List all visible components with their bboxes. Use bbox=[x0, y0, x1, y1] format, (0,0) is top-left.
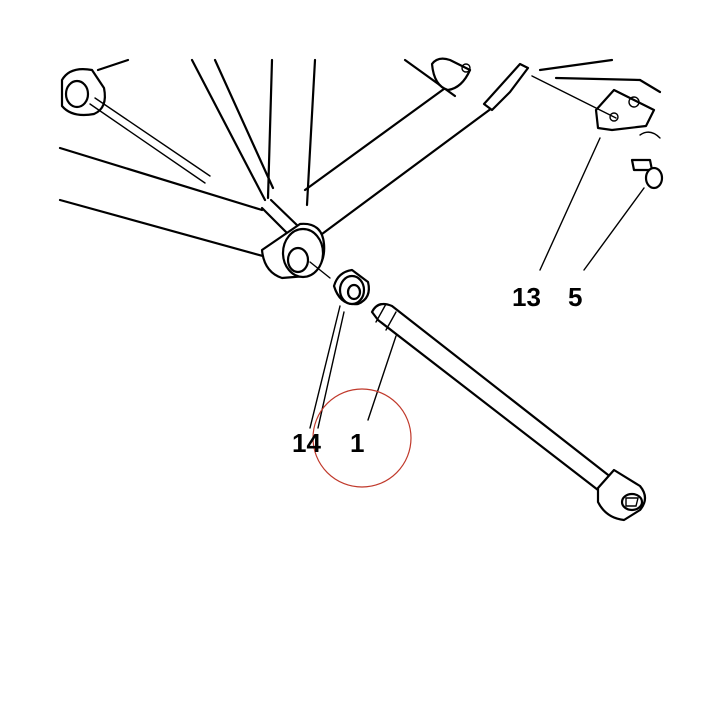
assembly-axis-line bbox=[309, 261, 331, 279]
callout-5: 5 bbox=[568, 282, 582, 312]
callout-13: 13 bbox=[512, 282, 541, 312]
frame-upper-right-bracket bbox=[430, 57, 662, 112]
frame-diagonal-tubes bbox=[303, 58, 494, 236]
highlight-circle bbox=[312, 388, 412, 488]
callout-1: 1 bbox=[350, 428, 364, 458]
leader-13 bbox=[539, 137, 601, 271]
leader-1 bbox=[367, 335, 397, 421]
callout-14: 14 bbox=[292, 428, 321, 458]
frame-tube-line bbox=[89, 103, 206, 184]
part-14-spacer bbox=[332, 268, 370, 306]
part-5-bolt bbox=[630, 131, 664, 190]
frame-lower-tubes bbox=[58, 146, 272, 260]
part-13-bracket bbox=[531, 75, 656, 132]
part-1-shaft bbox=[370, 302, 647, 522]
frame-vertical-tubes bbox=[190, 58, 317, 238]
frame-pivot-boss bbox=[260, 222, 326, 280]
leader-14-a bbox=[309, 305, 341, 429]
leader-5 bbox=[583, 187, 645, 271]
frame-assembly bbox=[58, 57, 662, 280]
